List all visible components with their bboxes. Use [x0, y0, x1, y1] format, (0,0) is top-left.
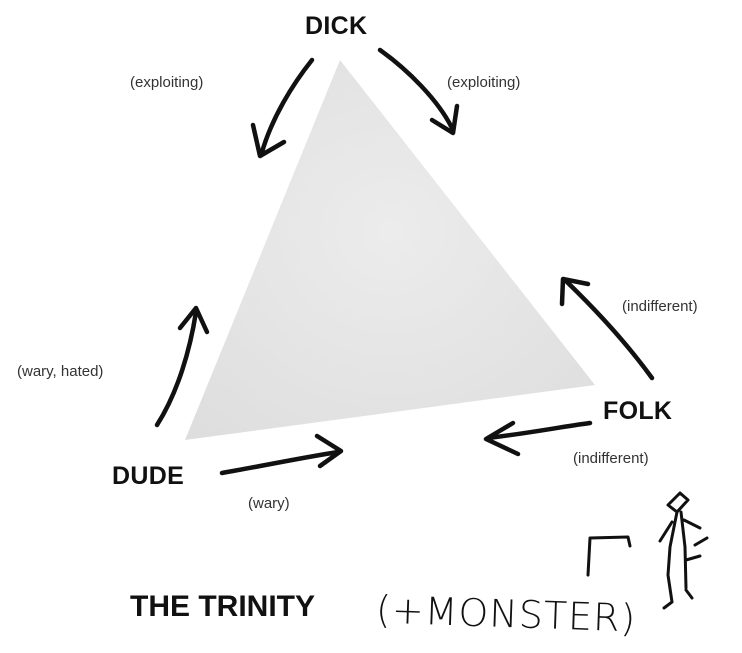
arrow-dude-up: [157, 312, 196, 425]
arrow-dude-to-folk-base: [222, 452, 338, 473]
handwritten-note: (+MONSTER): [375, 587, 637, 640]
central-triangle: [185, 60, 595, 440]
edge-label-dude-up: (wary, hated): [17, 363, 103, 380]
edge-label-folk-base: (indifferent): [573, 450, 649, 467]
node-folk: FOLK: [603, 397, 672, 426]
arrowhead-folk-to-base: [486, 423, 518, 454]
edge-label-dude-base: (wary): [248, 495, 290, 512]
edge-label-dick-dude: (exploiting): [130, 74, 203, 91]
arrowhead-dick-to-folk: [432, 106, 457, 133]
node-dick: DICK: [305, 12, 367, 41]
node-dude: DUDE: [112, 462, 184, 491]
edge-label-folk-up: (indifferent): [622, 298, 698, 315]
monster-figure-icon: [660, 493, 707, 608]
arrow-dick-to-dude: [262, 60, 312, 152]
edge-label-dick-folk: (exploiting): [447, 74, 520, 91]
arrow-dick-to-folk: [380, 50, 452, 128]
diagram-title: THE TRINITY: [130, 590, 315, 624]
arrowhead-dude-to-folk-base: [317, 436, 341, 466]
sketch-bracket: [588, 537, 630, 575]
arrow-folk-up: [567, 282, 652, 378]
